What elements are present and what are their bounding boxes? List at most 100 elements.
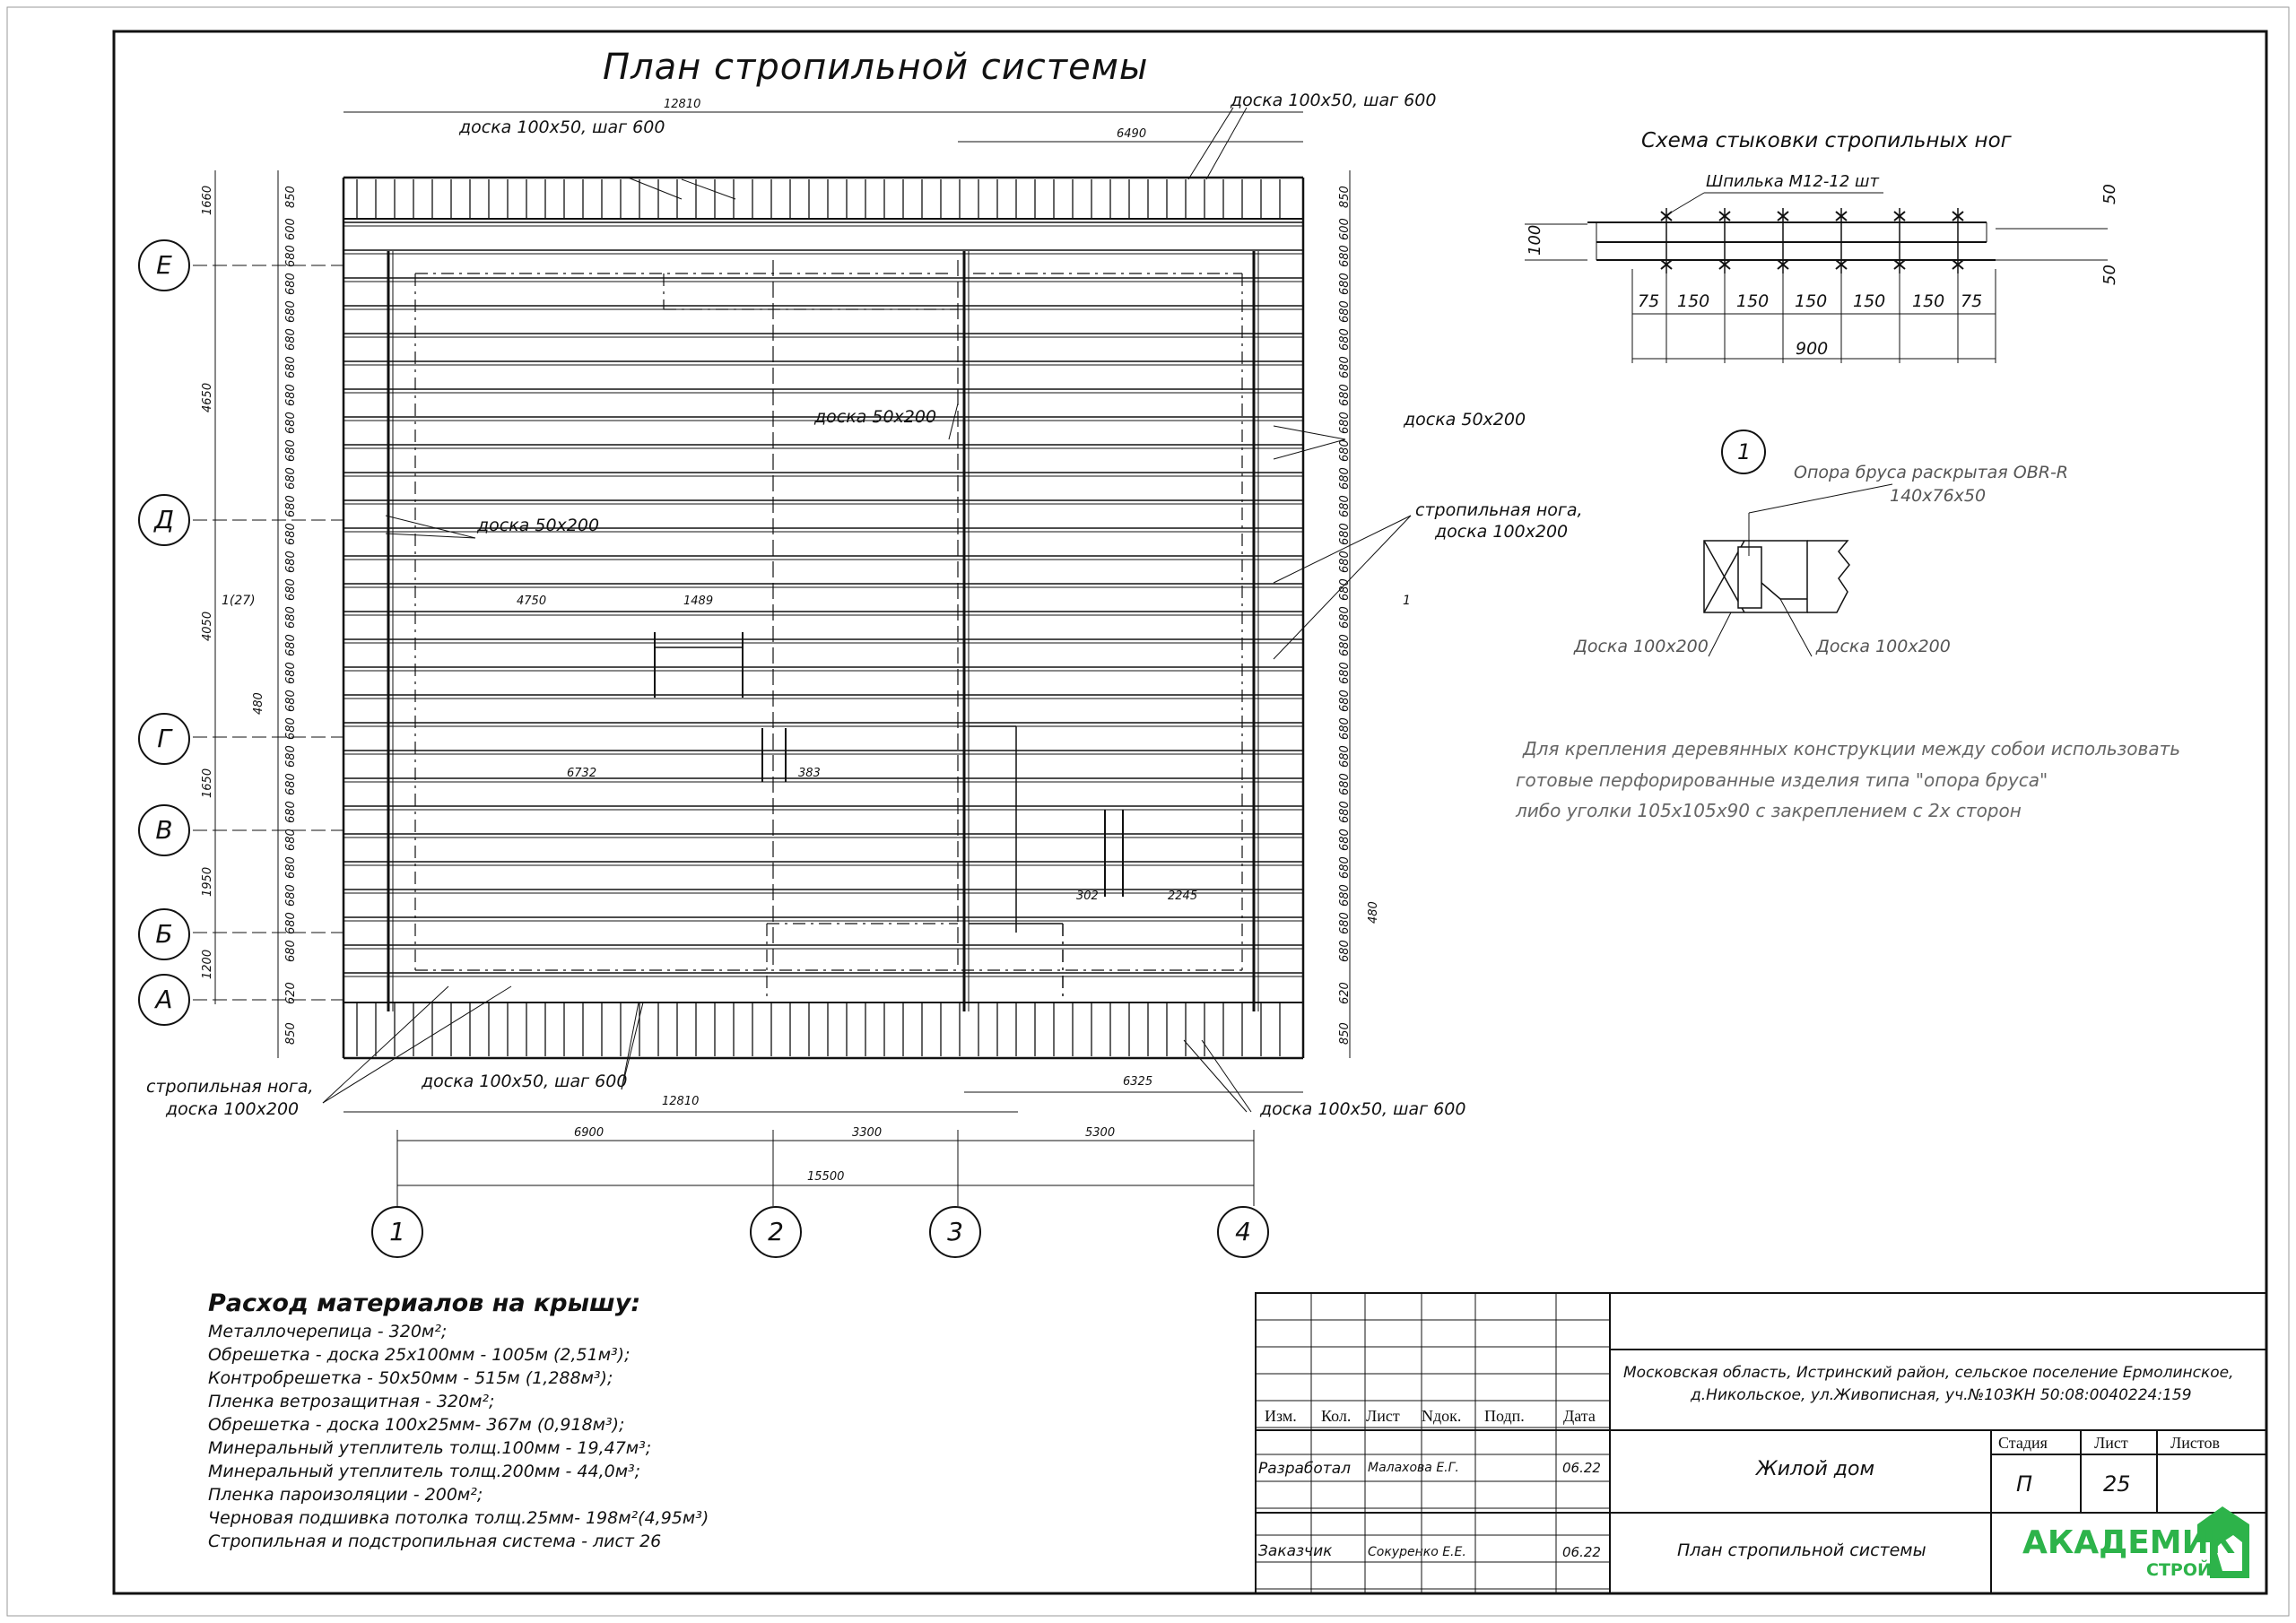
detail-1-support-2: 140х76х50 xyxy=(1890,486,1987,506)
dim-step-680: 680 xyxy=(1338,467,1352,490)
callout-board-50x200-right: доска 50х200 xyxy=(1404,410,1526,430)
material-item: Пленка пароизоляции - 200м²; xyxy=(208,1485,483,1505)
joint-stud-label: Шпилька М12-12 шт xyxy=(1706,172,1879,191)
tb-header-ndok: Nдок. xyxy=(1422,1407,1462,1425)
dim-step-680: 680 xyxy=(1338,578,1352,601)
callout-rafter-left-2: доска 100х200 xyxy=(166,1099,300,1119)
drawing-title: План стропильной системы xyxy=(603,47,1149,88)
dim-axis-total: 15500 xyxy=(807,1170,845,1184)
dim-left-4650: 4650 xyxy=(201,382,214,412)
axis-col-3: 3 xyxy=(929,1206,981,1258)
joint-spacing-75a: 75 xyxy=(1638,291,1660,311)
dim-step-680: 680 xyxy=(284,940,298,962)
dim-left-480: 480 xyxy=(252,692,265,715)
material-item: Контробрешетка - 50х50мм - 515м (1,288м³… xyxy=(208,1368,613,1388)
leader-line xyxy=(322,985,449,1104)
stud-nut xyxy=(1660,259,1673,270)
leader-line xyxy=(681,178,736,200)
dim-top-right: 6490 xyxy=(1117,127,1147,141)
leader-line xyxy=(948,403,959,440)
dim-edge-850: 850 xyxy=(1338,1022,1352,1045)
dim-edge-620: 620 xyxy=(1338,982,1352,1004)
dim-step-680: 680 xyxy=(1338,884,1352,907)
axis-col-1: 1 xyxy=(371,1206,423,1258)
dim-step-680: 680 xyxy=(1338,300,1352,323)
leader-line xyxy=(385,533,476,539)
callout-board-50x200-left: доска 50х200 xyxy=(477,516,600,535)
dim-step-680: 680 xyxy=(1338,634,1352,656)
dim-edge-600: 600 xyxy=(284,218,298,240)
dim-opening-left: 4750 xyxy=(517,595,547,608)
tb-header-kol: Кол. xyxy=(1321,1407,1352,1425)
stud-nut xyxy=(1718,211,1731,221)
dim-step-680: 680 xyxy=(284,412,298,434)
dim-step-680: 680 xyxy=(284,384,298,406)
joint-spacing-150a: 150 xyxy=(1677,291,1710,311)
note-line-2: готовые перфорированные изделия типа "оп… xyxy=(1516,769,2048,791)
callout-board-100x50-bottom-right: доска 100х50, шаг 600 xyxy=(1260,1099,1466,1119)
joint-spacing-150c: 150 xyxy=(1795,291,1828,311)
stud-nut xyxy=(1893,259,1906,270)
dim-edge-850: 850 xyxy=(284,186,298,208)
material-item: Минеральный утеплитель толщ.100мм - 19,4… xyxy=(208,1438,652,1458)
joint-spacing-150b: 150 xyxy=(1736,291,1770,311)
dim-step-680: 680 xyxy=(284,773,298,795)
leader-line xyxy=(1273,425,1346,440)
dim-step-680: 680 xyxy=(284,912,298,934)
section-mark-right: 1 xyxy=(1403,594,1411,608)
dim-left-1650: 1650 xyxy=(201,768,214,798)
dim-step-680: 680 xyxy=(1338,801,1352,823)
detail-1-number: 1 xyxy=(1737,439,1752,464)
dim-302: 302 xyxy=(1076,890,1099,903)
dim-step-680: 680 xyxy=(284,467,298,490)
dim-step-680: 680 xyxy=(284,328,298,351)
dim-step-680: 680 xyxy=(1338,912,1352,934)
dim-step-680: 680 xyxy=(284,717,298,740)
dim-edge-850: 850 xyxy=(1338,186,1352,208)
title-block-grid xyxy=(1255,1292,2267,1594)
leader-line xyxy=(1273,515,1412,584)
logo-sub-text: СТРОЙ xyxy=(2146,1560,2212,1580)
tb-header-izm: Изм. xyxy=(1265,1407,1297,1425)
material-item: Металлочерепица - 320м²; xyxy=(208,1322,448,1341)
dim-step-680: 680 xyxy=(1338,328,1352,351)
dim-step-680: 680 xyxy=(284,801,298,823)
dim-step-680: 680 xyxy=(284,578,298,601)
tb-address-1: Московская область, Истринский район, се… xyxy=(1623,1364,2234,1382)
axis-row-g: Г xyxy=(138,713,190,765)
tb-stage-label: Стадия xyxy=(1998,1434,2048,1452)
axis-row-v: В xyxy=(138,804,190,856)
dim-axis-1-2: 6900 xyxy=(574,1126,604,1140)
callout-rafter-right-2: доска 100х200 xyxy=(1435,522,1569,542)
tb-sheets-label: Листов xyxy=(2170,1434,2220,1452)
callout-board-50x200-center: доска 50х200 xyxy=(814,407,937,427)
leader-line xyxy=(322,985,512,1104)
joint-offset-bottom: 50 xyxy=(2100,265,2119,285)
tb-object: Жилой дом xyxy=(1756,1458,1875,1480)
dim-step-680: 680 xyxy=(1338,856,1352,879)
dim-step-680: 680 xyxy=(284,634,298,656)
dim-step-680: 680 xyxy=(1338,662,1352,684)
outer-trim-line xyxy=(6,6,2290,1617)
dim-step-680: 680 xyxy=(284,606,298,629)
rafter-plan xyxy=(193,107,1412,1206)
axis-row-e: Е xyxy=(138,239,190,291)
stud-nut xyxy=(1718,259,1731,270)
dim-left-1200: 1200 xyxy=(201,949,214,979)
axis-col-2: 2 xyxy=(750,1206,802,1258)
dim-edge-600: 600 xyxy=(1338,218,1352,240)
dim-left-1950: 1950 xyxy=(201,866,214,897)
dim-step-680: 680 xyxy=(1338,245,1352,267)
callout-board-100x50-bottom-left: доска 100х50, шаг 600 xyxy=(422,1072,628,1091)
dim-step-680: 680 xyxy=(284,495,298,517)
dim-edge-620: 620 xyxy=(284,982,298,1004)
callout-rafter-left-1: стропильная нога, xyxy=(146,1077,314,1097)
detail-1-support-1: Опора бруса раскрытая OBR-R xyxy=(1794,463,2069,482)
leader-line xyxy=(385,515,476,539)
leader-line xyxy=(1273,438,1346,460)
dim-axis-3-4: 5300 xyxy=(1085,1126,1116,1140)
dim-6732: 6732 xyxy=(567,767,597,780)
axis-row-d: Д xyxy=(138,494,190,546)
joint-scheme-title: Схема стыковки стропильных ног xyxy=(1641,129,2012,152)
note-line-3: либо уголки 105х105х90 с закреплением с … xyxy=(1516,800,2022,821)
